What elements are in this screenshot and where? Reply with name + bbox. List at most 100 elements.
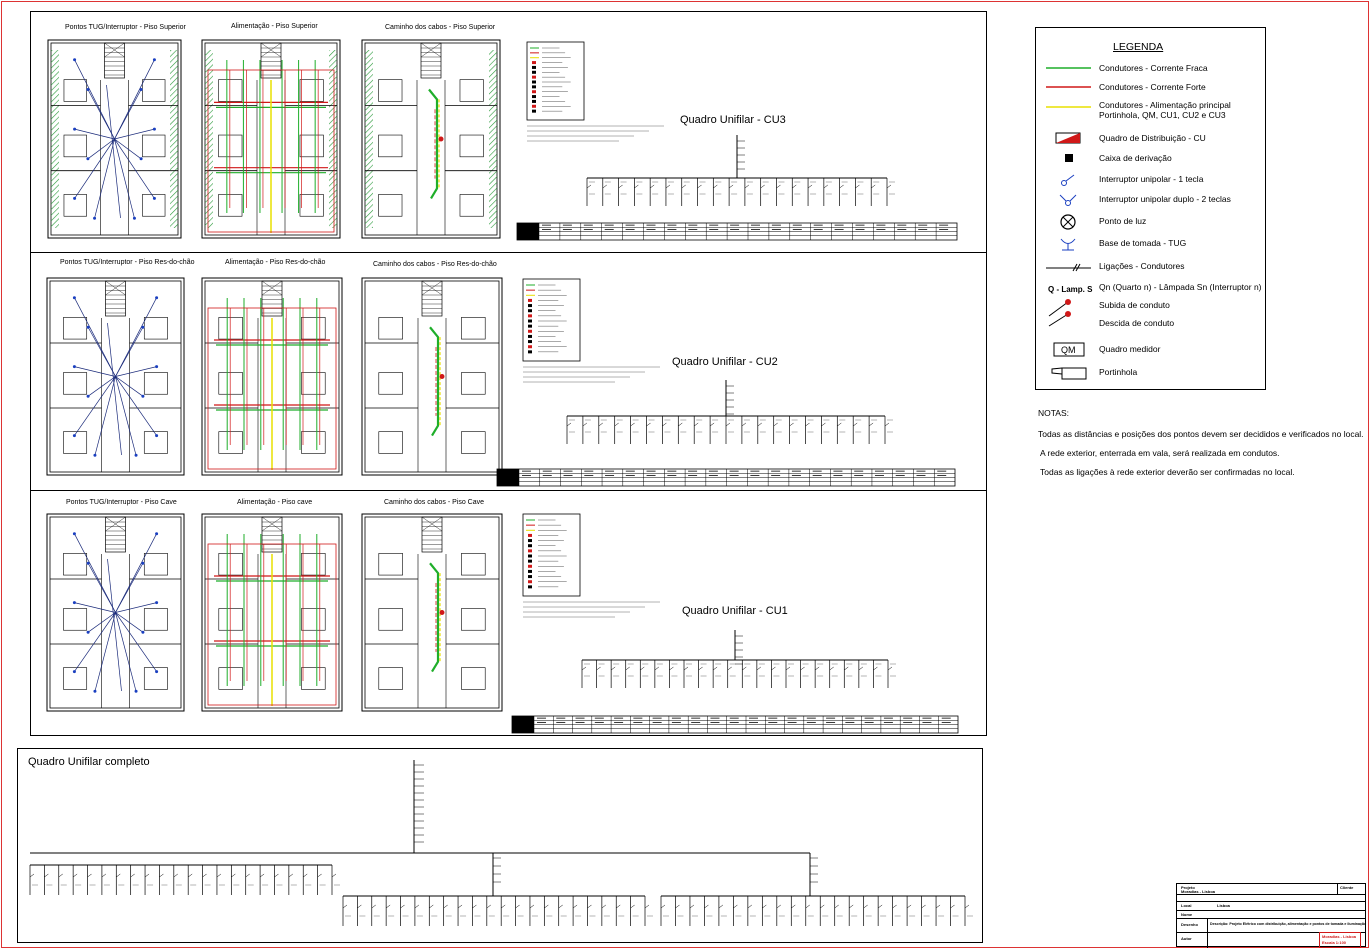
plan-title-tug-res: Pontos TUG/Interruptor - Piso Res-do-chã… (60, 259, 195, 266)
tb-projeto-label: Projeto (1181, 885, 1195, 890)
plans-panel (30, 11, 987, 736)
floor-plan (201, 513, 343, 712)
tb-desenho-label: Desenho (1181, 922, 1198, 927)
legend-item: Condutores - Corrente Forte (1036, 80, 1266, 98)
green-line-icon (1046, 67, 1091, 69)
legend-item-label: Qn (Quarto n) - Lâmpada Sn (Interruptor … (1099, 282, 1262, 292)
quadro-title-cu2: Quadro Unifilar - CU2 (672, 356, 778, 368)
legend-item: Interruptor unipolar - 1 tecla (1036, 172, 1266, 190)
legend-item-label: Quadro medidor (1099, 344, 1161, 354)
plan-title-tug-superior: Pontos TUG/Interruptor - Piso Superior (65, 24, 186, 31)
tb-autor-label: Autor (1181, 936, 1192, 941)
meter-box-icon: QM (1053, 342, 1085, 357)
legend-code-text: Q - Lamp. S (1048, 285, 1093, 294)
legend-item: Ponto de luz (1036, 214, 1266, 232)
legend-item-label: Descida de conduto (1099, 318, 1175, 328)
legend-item: Portinhola (1036, 365, 1266, 383)
tb-stamp-line2: Escala 1:100 (1322, 940, 1347, 945)
legend-item-label: Condutores - Corrente Fraca (1099, 63, 1208, 73)
legend-item: Descida de conduto (1036, 311, 1266, 334)
switch-double-icon (1059, 194, 1077, 206)
connections-icon (1046, 263, 1091, 272)
plan-title-tug-cave: Pontos TUG/Interruptor - Piso Cave (66, 499, 177, 506)
floor-plan (361, 39, 501, 239)
legend-item: Qn (Quarto n) - Lâmpada Sn (Interruptor … (1036, 280, 1266, 298)
tb-nome-label: Nome (1181, 912, 1193, 917)
note-line: Todas as distâncias e posições dos ponto… (1038, 429, 1364, 439)
legend-item-label: Interruptor unipolar - 1 tecla (1099, 174, 1204, 184)
legend-item-label: Interruptor unipolar duplo - 2 teclas (1099, 194, 1231, 204)
legend-item-label: Base de tomada - TUG (1099, 238, 1187, 248)
floor-plan (46, 513, 185, 712)
legend-item-label-2: Portinhola, QM, CU1, CU2 e CU3 (1099, 110, 1226, 120)
plan-title-alimentacao-res: Alimentação - Piso Res-do-chão (225, 259, 326, 266)
mini-legend (522, 278, 660, 383)
notes-title: NOTAS: (1038, 408, 1070, 418)
tb-projeto-value: Moradias - Lisboa (1181, 889, 1216, 894)
legend-item: Base de tomada - TUG (1036, 236, 1266, 254)
legend-code-text: QM (1061, 345, 1076, 355)
plan-title-caminho-res: Caminho dos cabos - Piso Res-do-chão (373, 261, 497, 268)
mini-legend (526, 41, 664, 142)
tb-local-value: Lisboa (1217, 903, 1230, 908)
legend-item-label: Condutores - Alimentação principal (1099, 100, 1231, 110)
legend-item: Quadro medidor QM (1036, 342, 1266, 360)
legend-item-label: Ligações - Condutores (1099, 261, 1185, 271)
floor-plan (201, 277, 343, 476)
legend-item: Subida de conduto (1036, 298, 1266, 317)
legend-item: Quadro de Distribuição - CU (1036, 131, 1266, 149)
row-divider-1 (30, 252, 987, 253)
quadro-title-cu1: Quadro Unifilar - CU1 (682, 605, 788, 617)
legend-item: Caixa de derivação (1036, 151, 1266, 169)
conduit-down-icon (1048, 311, 1071, 327)
legend-item-label: Portinhola (1099, 367, 1138, 377)
floor-plan (46, 277, 185, 476)
floor-plan (201, 39, 341, 239)
tb-cliente-label: Cliente (1340, 885, 1354, 890)
distribution-board-icon (1055, 132, 1081, 144)
conduit-up-icon (1048, 299, 1071, 317)
tb-descricao: Descrição: Projeto Elétrico com distribu… (1210, 922, 1367, 926)
legend-item-label: Ponto de luz (1099, 216, 1147, 226)
portinhola-icon (1051, 367, 1087, 380)
single-line-diagram (516, 135, 958, 241)
legend-item-label: Condutores - Corrente Forte (1099, 82, 1206, 92)
complete-diagram-title: Quadro Unifilar completo (28, 756, 150, 768)
complete-single-line-diagram (29, 760, 973, 926)
note-line: A rede exterior, enterrada em vala, será… (1040, 448, 1280, 458)
mini-legend (522, 513, 660, 618)
legend-title: LEGENDA (1113, 41, 1164, 53)
red-line-icon (1046, 86, 1091, 88)
legend-item: Condutores - Corrente Fraca (1036, 61, 1266, 79)
tb-stamp-line1: Moradias - Lisboa (1322, 934, 1357, 939)
legend-item-label: Quadro de Distribuição - CU (1099, 133, 1206, 143)
floor-plan (47, 39, 182, 239)
plan-title-caminho-superior: Caminho dos cabos - Piso Superior (385, 24, 496, 31)
legend-item: Interruptor unipolar duplo - 2 teclas (1036, 192, 1266, 210)
floor-plan (361, 277, 503, 476)
junction-box-icon (1065, 154, 1073, 162)
quadro-title-cu3: Quadro Unifilar - CU3 (680, 114, 786, 126)
complete-diagram-panel (17, 748, 983, 943)
legend-item: Ligações - Condutores (1036, 259, 1266, 277)
text-code-icon: Q - Lamp. S (1048, 285, 1093, 294)
light-point-icon (1060, 214, 1076, 230)
socket-icon (1060, 238, 1076, 251)
tb-local-label: Local (1181, 903, 1192, 908)
plan-title-alimentacao-superior: Alimentação - Piso Superior (231, 23, 318, 30)
yellow-line-icon (1046, 106, 1091, 108)
single-line-diagram (511, 630, 959, 734)
legend-item-label: Subida de conduto (1099, 300, 1170, 310)
note-line: Todas as ligações à rede exterior deverã… (1040, 467, 1295, 477)
legend-item-label: Caixa de derivação (1099, 153, 1172, 163)
floor-plan (361, 513, 503, 712)
title-block: Projeto Moradias - Lisboa Cliente Local … (1176, 883, 1367, 948)
plan-title-alimentacao-cave: Alimentação - Piso cave (237, 499, 313, 506)
switch-single-icon (1061, 174, 1075, 186)
row-divider-2 (30, 490, 987, 491)
plan-title-caminho-cave: Caminho dos cabos - Piso Cave (384, 499, 484, 506)
